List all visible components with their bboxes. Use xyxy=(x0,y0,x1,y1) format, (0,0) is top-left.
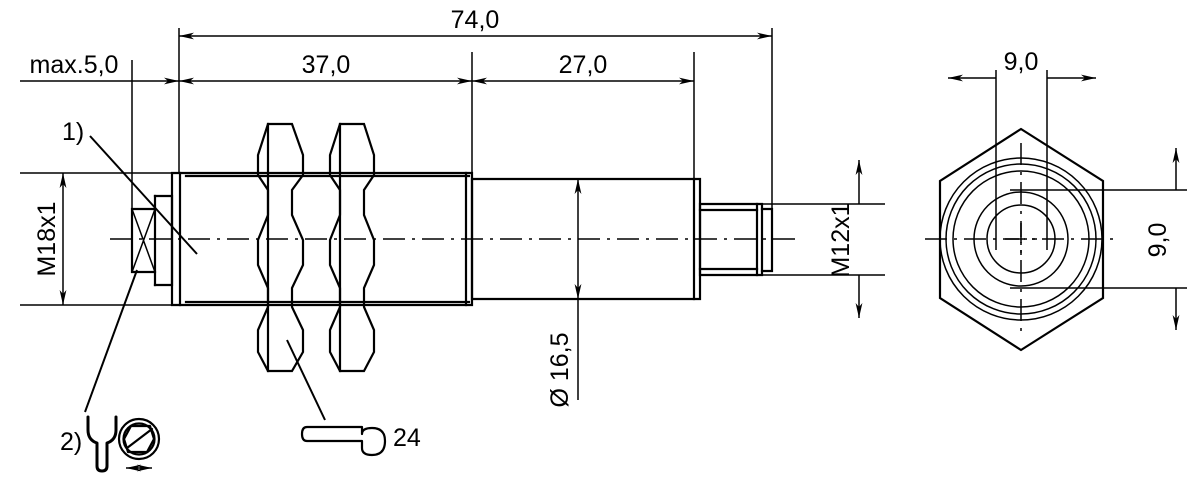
m12-connector-thread xyxy=(698,202,774,277)
wrench-icon xyxy=(300,425,387,457)
note-2-group: 2) xyxy=(60,269,161,473)
open-end-wrench-icon xyxy=(86,415,118,473)
end-view-geometry xyxy=(925,127,1118,352)
note-1-leader-line xyxy=(89,135,198,255)
sensing-face-detail xyxy=(130,194,174,287)
dim-label-rear-section: 27,0 xyxy=(559,51,608,79)
wrench-size-label: 24 xyxy=(393,424,421,452)
wrench-size-group: 24 xyxy=(286,339,421,457)
dim-label-m12: M12x1 xyxy=(827,202,855,277)
note-1-group: 1) xyxy=(62,118,198,255)
hex-socket-icon xyxy=(117,417,161,461)
hex-nut-2 xyxy=(328,122,376,373)
note-2-leader-line xyxy=(84,269,138,413)
dim-label-diameter: Ø 16,5 xyxy=(546,332,574,407)
dim-label-front-protrusion: max.5,0 xyxy=(30,51,119,79)
side-view-dimensions: 74,0 37,0 27,0 max.5,0 M18x1 M12x1 xyxy=(20,6,885,408)
note-2-marker: 2) xyxy=(60,428,82,456)
end-view-dimensions: 9,0 9,0 xyxy=(948,48,1187,330)
dim-label-end-height: 9,0 xyxy=(1144,223,1172,258)
dim-label-m18: M18x1 xyxy=(33,201,61,276)
hex-nut-1 xyxy=(256,122,305,373)
end-view-hexagon xyxy=(938,127,1105,352)
dim-label-overall: 74,0 xyxy=(451,6,500,34)
dim-label-end-width: 9,0 xyxy=(1004,48,1039,76)
dim-label-thread-section: 37,0 xyxy=(302,51,351,79)
wrench-leader-line xyxy=(286,339,326,421)
rear-body-cylinder xyxy=(470,177,702,301)
side-view-geometry xyxy=(110,122,800,373)
note-1-marker: 1) xyxy=(62,118,84,146)
